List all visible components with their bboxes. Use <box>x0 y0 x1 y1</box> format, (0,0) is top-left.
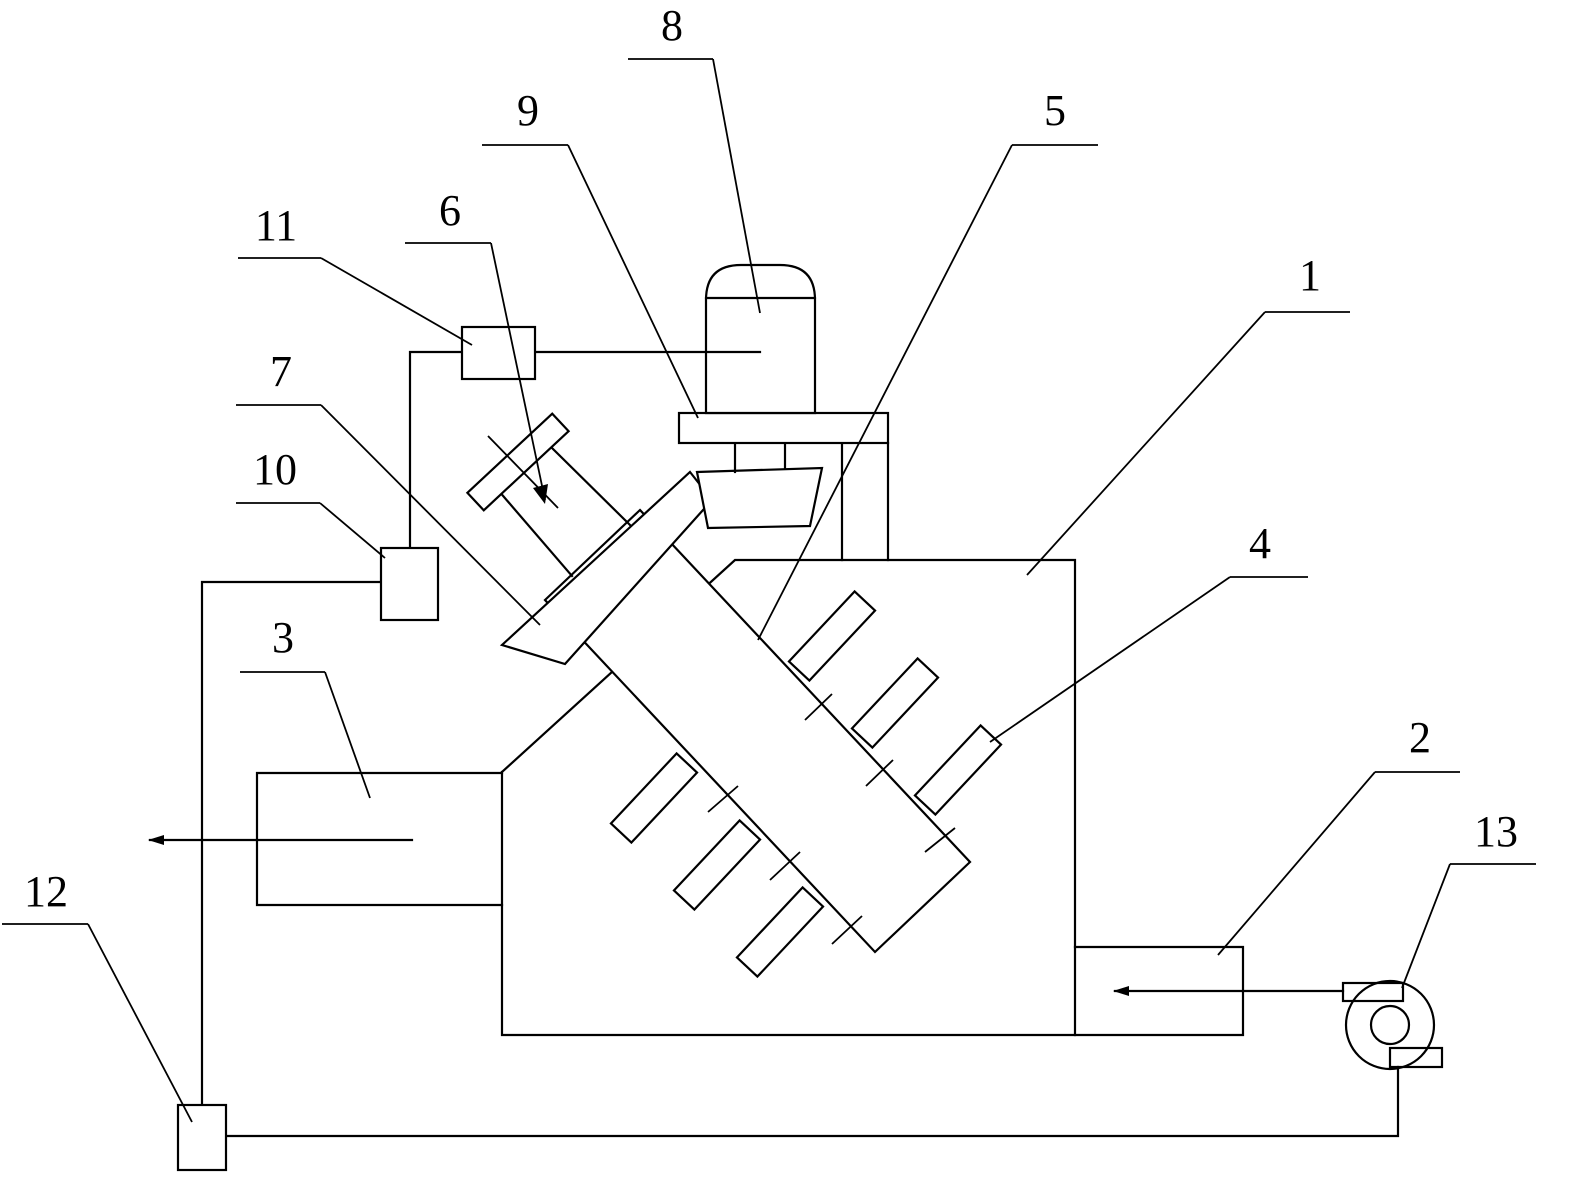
controller-box-12 <box>176 1103 228 1172</box>
label-9: 9 <box>517 86 539 135</box>
drum-tick <box>865 759 894 787</box>
drum-tick <box>769 851 801 881</box>
wire-10-to-12 <box>200 580 383 1107</box>
control-wiring <box>200 350 1400 1138</box>
blower-fan <box>1341 979 1444 1071</box>
nozzle-pipe-line <box>496 488 574 578</box>
blower-impeller <box>1369 1004 1411 1046</box>
part-labels: 1 2 3 4 5 6 7 8 9 10 11 12 13 <box>24 1 1518 916</box>
label-5: 5 <box>1044 86 1066 135</box>
motor <box>704 263 817 415</box>
nozzle-flange <box>465 412 571 512</box>
nozzle-axis <box>487 435 559 509</box>
drum-blade <box>850 656 940 750</box>
label-13: 13 <box>1474 807 1518 856</box>
label-11: 11 <box>255 201 297 250</box>
drum-blade <box>609 751 699 845</box>
drive-hopper <box>695 441 824 530</box>
drum-tick <box>831 915 863 945</box>
label-3: 3 <box>272 613 294 662</box>
label-6: 6 <box>439 186 461 235</box>
wire-11-to-10 <box>408 350 464 550</box>
mounting-plate <box>677 411 890 445</box>
drum-tick <box>924 827 956 853</box>
drum-body <box>543 508 972 954</box>
outlet-duct <box>148 771 504 907</box>
blower-casing <box>1344 979 1436 1071</box>
controller-box-11 <box>460 325 537 381</box>
inlet-duct <box>1073 945 1345 1037</box>
blower-outlet <box>1341 981 1405 1003</box>
controller-box-10 <box>379 546 440 622</box>
drum-blade <box>672 818 762 912</box>
drum-tick <box>804 693 833 721</box>
motor-body <box>704 263 817 415</box>
rotating-drum <box>543 508 1003 979</box>
label-1: 1 <box>1299 251 1321 300</box>
drum-blade <box>735 885 825 979</box>
label-2: 2 <box>1409 713 1431 762</box>
nozzle-pipe-line <box>550 446 632 527</box>
hopper <box>695 466 824 530</box>
label-12: 12 <box>24 867 68 916</box>
leader-lines <box>2 58 1536 1123</box>
wire-12-to-blower <box>224 1065 1400 1138</box>
label-8: 8 <box>661 1 683 50</box>
drum-blade <box>787 589 877 683</box>
leader-arrow-6 <box>533 484 548 504</box>
spray-nozzle <box>465 412 632 578</box>
label-4: 4 <box>1249 519 1271 568</box>
drum-blade <box>913 723 1003 817</box>
drum-tick <box>707 785 739 813</box>
label-7: 7 <box>270 347 292 396</box>
support-frame <box>840 441 890 562</box>
blower-base <box>1388 1046 1444 1069</box>
label-10: 10 <box>253 445 297 494</box>
